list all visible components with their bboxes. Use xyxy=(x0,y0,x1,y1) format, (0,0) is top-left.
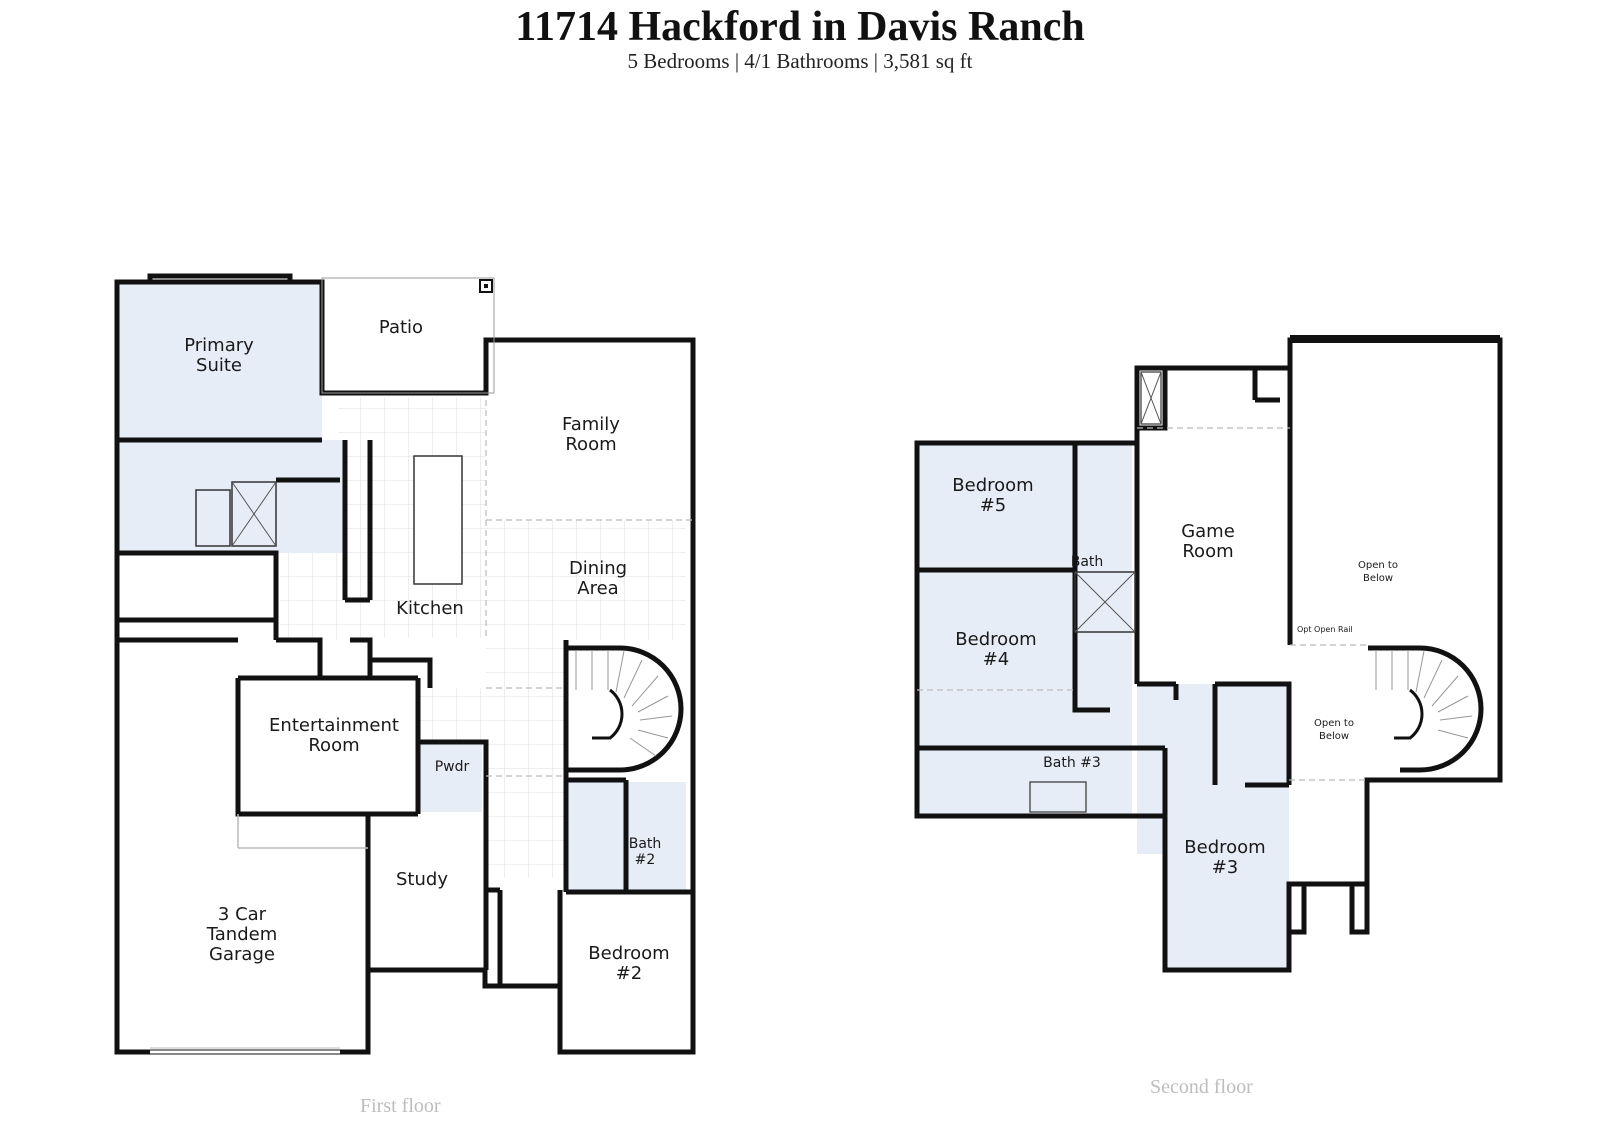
bedroom-3-label-line2: #3 xyxy=(1212,857,1239,878)
pwdr-label: Pwdr xyxy=(435,759,470,775)
garage-label-line2: Tandem xyxy=(206,924,278,945)
bath-label: Bath xyxy=(1071,554,1104,570)
family-room-label-line2: Room xyxy=(565,434,616,455)
open-to-below-2-label-line2: Below xyxy=(1319,731,1349,742)
second-floor-exterior-wall xyxy=(914,337,1503,973)
study-label: Study xyxy=(396,869,448,890)
dining-area-label-line1: Dining xyxy=(569,558,627,579)
game-room-label-line1: Game xyxy=(1181,521,1235,542)
primary-suite-label-line1: Primary xyxy=(184,335,254,356)
bath-2-label-line1: Bath xyxy=(629,836,662,852)
open-to-below-2-label-line1: Open to xyxy=(1314,718,1354,729)
open-to-below-1-label-line2: Below xyxy=(1363,573,1393,584)
bedroom-4-label-line1: Bedroom xyxy=(955,629,1036,650)
game-room-label-line2: Room xyxy=(1182,541,1233,562)
patio-label: Patio xyxy=(379,317,423,338)
bedroom-4-label-line2: #4 xyxy=(983,649,1010,670)
bedroom-5-label-line2: #5 xyxy=(980,495,1007,516)
opt-open-rail-label: Opt Open Rail xyxy=(1297,625,1353,634)
bedroom-3-fill xyxy=(1165,785,1289,970)
bedroom-2-label-line1: Bedroom xyxy=(588,943,669,964)
second-floor-caption: Second floor xyxy=(1150,1076,1253,1098)
plan-title: 11714 Hackford in Davis Ranch xyxy=(515,4,1085,50)
entertainment-room-label-line1: Entertainment xyxy=(269,715,399,736)
kitchen-island xyxy=(413,455,463,585)
open-to-below-1-label-line1: Open to xyxy=(1358,560,1398,571)
garage-label-line3: Garage xyxy=(209,944,275,965)
bedroom-3-label-line1: Bedroom xyxy=(1184,837,1265,858)
primary-suite-label-line2: Suite xyxy=(196,355,242,376)
first-floor-plan xyxy=(114,273,696,1055)
entertainment-room-label-line2: Room xyxy=(308,735,359,756)
bedrooms-4-5-fill xyxy=(917,443,1132,816)
first-floor-caption: First floor xyxy=(360,1095,441,1117)
kitchen-label: Kitchen xyxy=(396,598,464,619)
garage-label-line1: 3 Car xyxy=(218,904,267,925)
dining-area-label-line2: Area xyxy=(577,578,618,599)
family-room-label-line1: Family xyxy=(562,414,620,435)
second-floor-plan xyxy=(914,335,1503,973)
plan-specs: 5 Bedrooms | 4/1 Bathrooms | 3,581 sq ft xyxy=(627,49,973,73)
bath-2-label-line2: #2 xyxy=(635,852,656,868)
primary-suite-fill xyxy=(117,282,322,440)
bedroom-5-label-line1: Bedroom xyxy=(952,475,1033,496)
bedroom-2-label-line2: #2 xyxy=(616,963,643,984)
bath-3-label: Bath #3 xyxy=(1043,755,1101,771)
